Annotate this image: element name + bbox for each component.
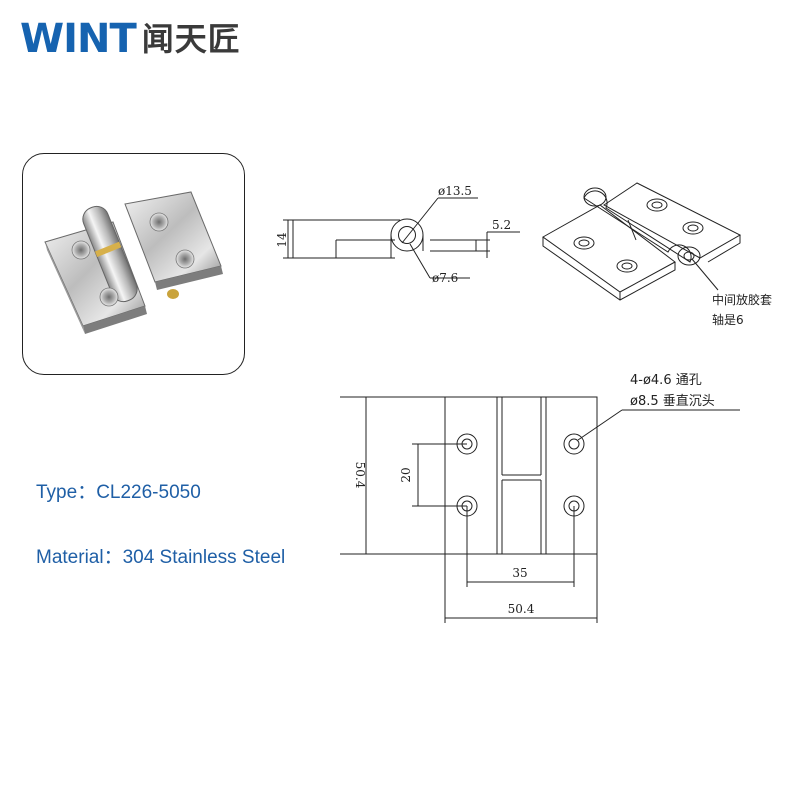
iso-note-line2: 轴是6: [712, 312, 744, 327]
front-hole-spacing-v-label: 20: [399, 467, 413, 482]
spec-type: Type：CL226-5050: [36, 482, 201, 503]
spec-material: Material：304 Stainless Steel: [36, 547, 286, 568]
brand-name-cn: 闻天匠: [141, 20, 241, 58]
front-hole-note-line2: ø8.5 垂直沉头: [630, 394, 715, 409]
front-height-label: 50.4: [353, 462, 367, 489]
product-photo: [22, 153, 245, 375]
side-view: [283, 197, 520, 279]
side-height-label: 14: [275, 232, 289, 248]
front-view: [340, 396, 740, 623]
front-width-label: 50.4: [508, 602, 535, 616]
front-hole-note-line1: 4-ø4.6 通孔: [630, 373, 702, 388]
side-thickness-label: 5.2: [492, 218, 511, 232]
hinge-photo-illustration: [44, 191, 223, 334]
front-hole-spacing-h-label: 35: [512, 566, 527, 580]
brand-name: WINT: [20, 16, 137, 62]
logo: WINT 闻天匠: [20, 18, 241, 60]
side-inner-dia-label: ø7.6: [432, 271, 458, 285]
side-outer-dia-label: ø13.5: [438, 184, 472, 198]
iso-note-line1: 中间放胶套: [712, 292, 772, 307]
iso-view: [542, 182, 742, 301]
